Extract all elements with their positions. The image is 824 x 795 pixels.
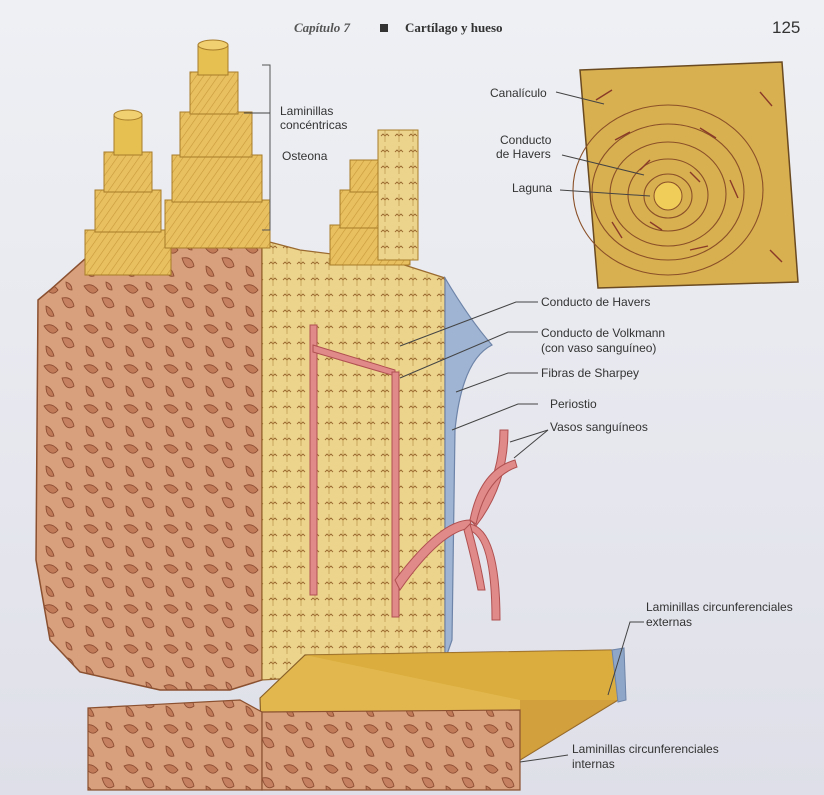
label-fibras-sharpey: Fibras de Sharpey: [541, 366, 639, 380]
compact-bone: [262, 240, 445, 680]
osteon-cross-section-inset: [573, 62, 798, 288]
periosteum: [445, 278, 492, 660]
label-laminillas-circ-internas-line1: Laminillas circunferenciales: [572, 742, 719, 756]
label-canaliculo: Canalículo: [490, 86, 547, 100]
inner-spongy-block: [88, 700, 262, 790]
osteon-stack-right: [330, 130, 418, 265]
label-laminillas-concentricas-line1: Laminillas: [280, 104, 333, 118]
label-laminillas-circ-externas-line1: Laminillas circunferenciales: [646, 600, 793, 614]
osteon-stack-left: [85, 110, 171, 275]
label-conducto-havers-inset-line2: de Havers: [496, 147, 551, 161]
label-periostio: Periostio: [550, 397, 597, 411]
label-conducto-volkmann-line2: (con vaso sanguíneo): [541, 341, 656, 355]
label-laminillas-circ-externas-line2: externas: [646, 615, 692, 629]
osteon-stack-center: [165, 40, 270, 248]
label-laminillas-circ-internas-line2: internas: [572, 757, 615, 771]
label-conducto-havers-inset-line1: Conducto: [500, 133, 551, 147]
label-osteona: Osteona: [282, 149, 327, 163]
label-vasos-sanguineos: Vasos sanguíneos: [550, 420, 648, 434]
inner-lamellae-block: [262, 710, 520, 790]
label-conducto-volkmann-line1: Conducto de Volkmann: [541, 326, 665, 340]
label-laminillas-concentricas-line2: concéntricas: [280, 118, 347, 132]
spongy-bone: [36, 232, 262, 690]
label-conducto-havers: Conducto de Havers: [541, 295, 650, 309]
label-laguna: Laguna: [512, 181, 552, 195]
